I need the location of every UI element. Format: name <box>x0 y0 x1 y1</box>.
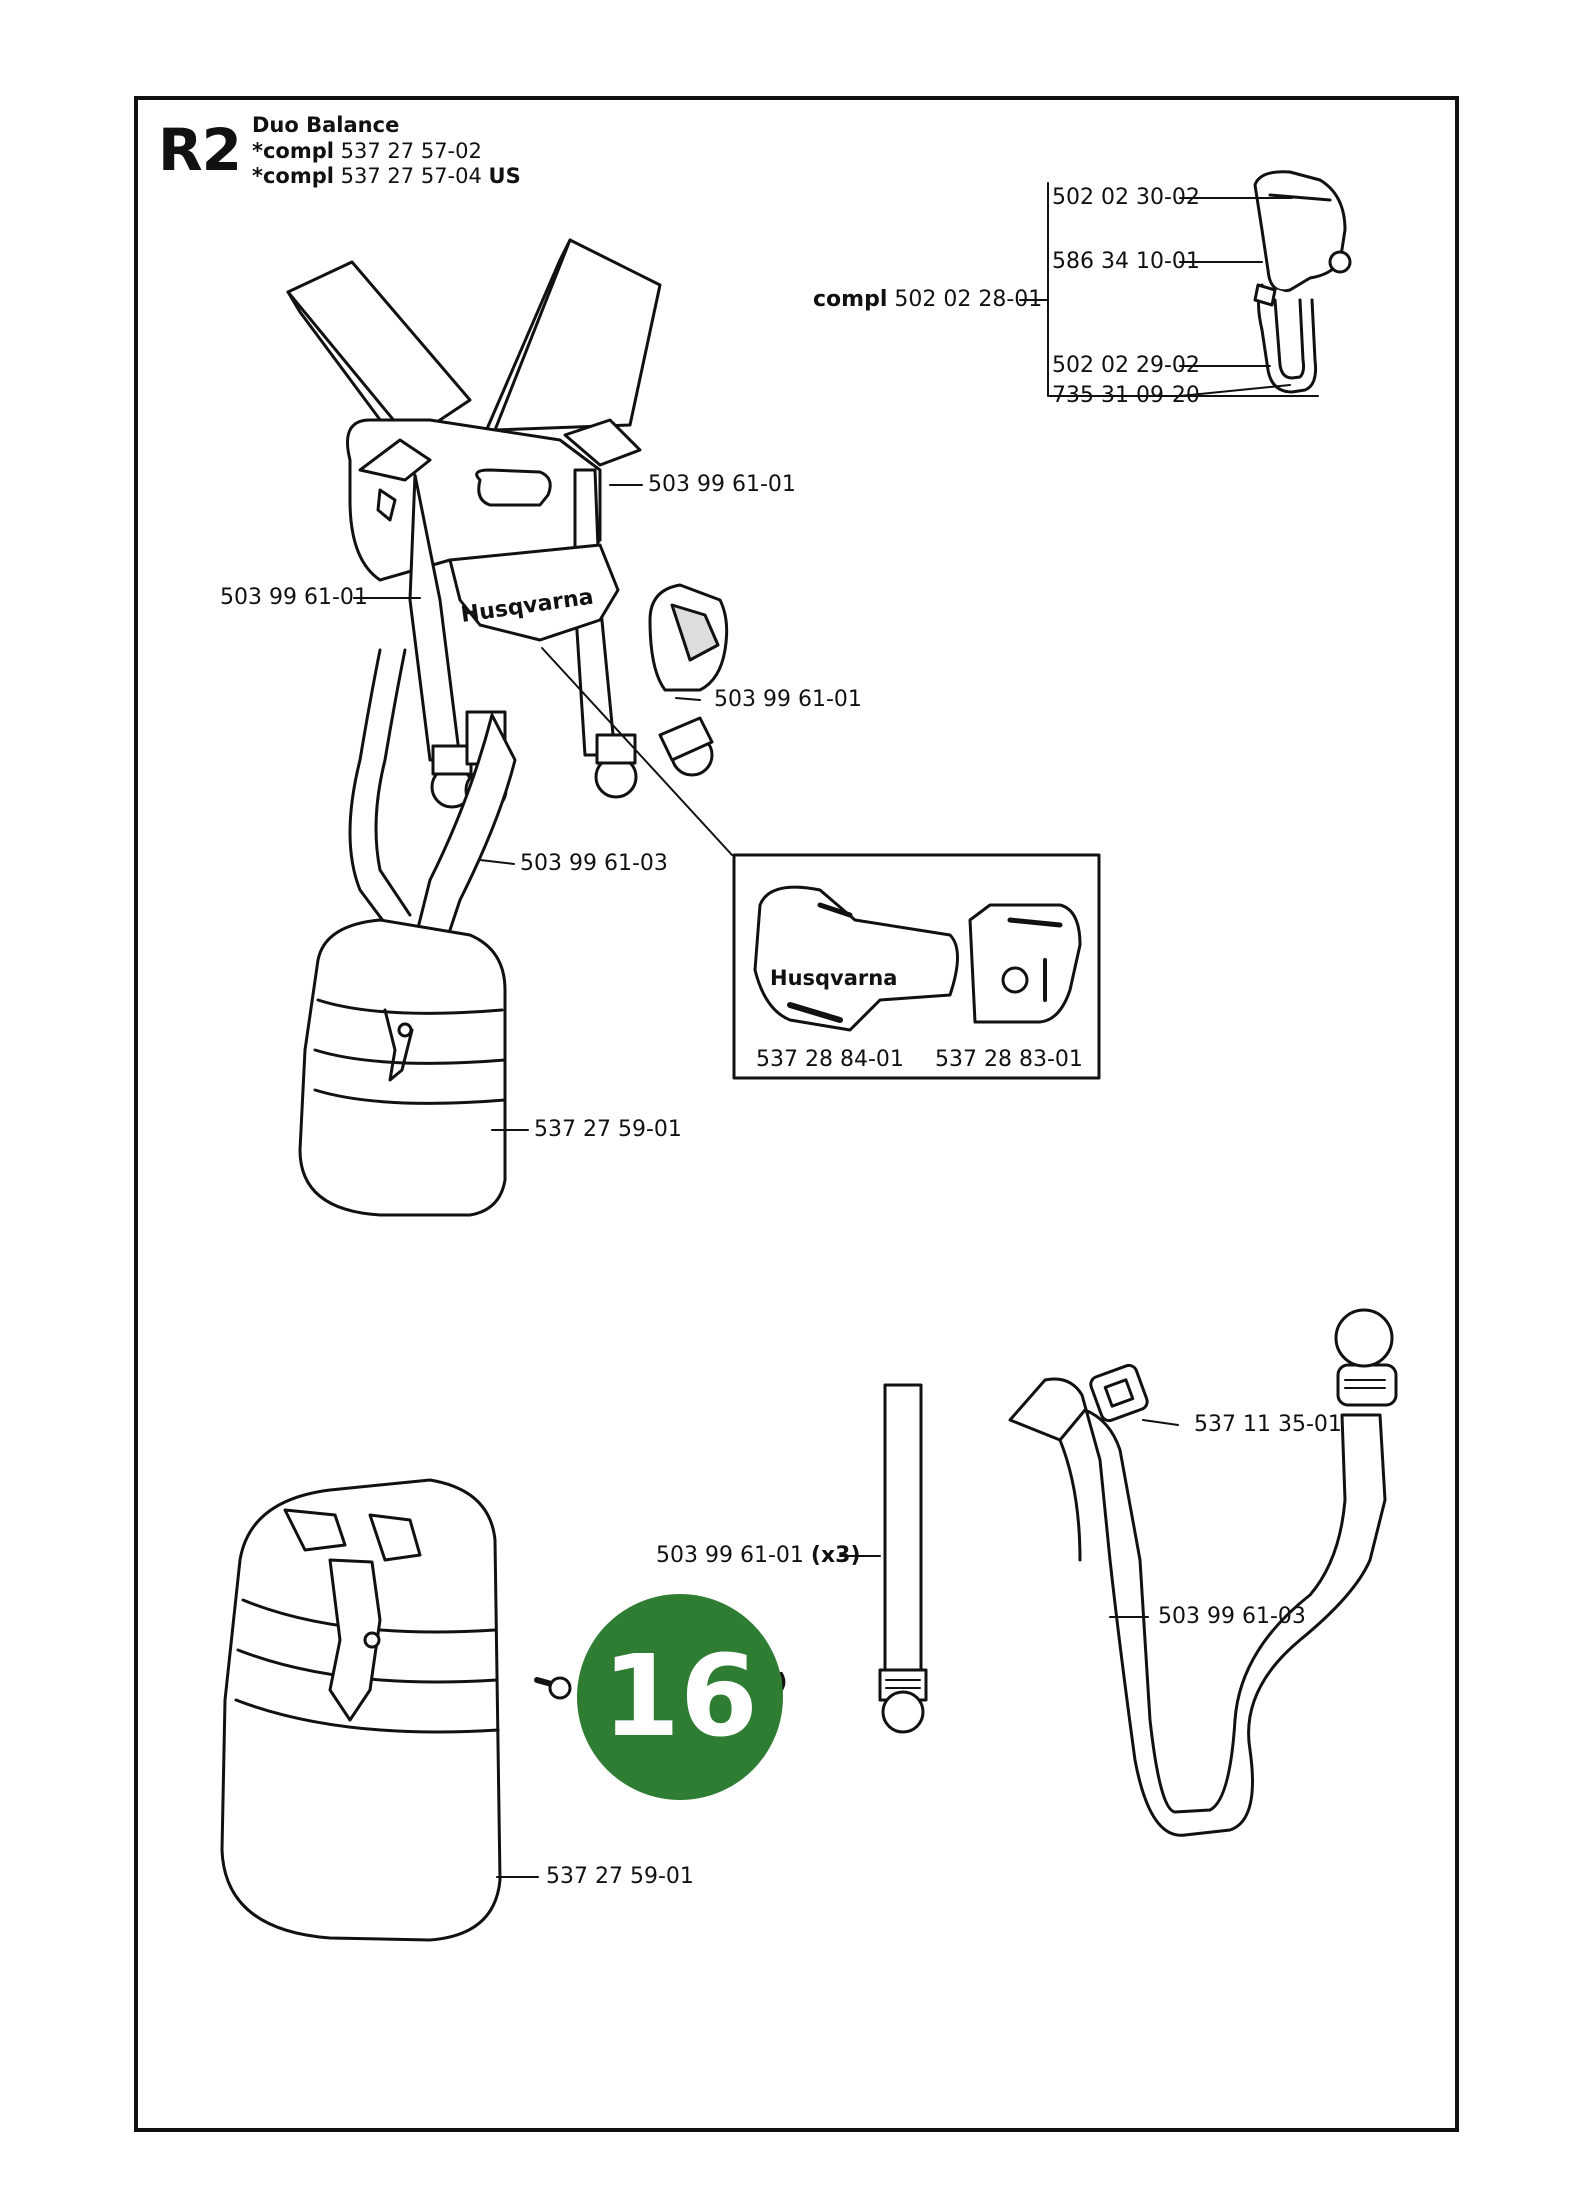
hip-pad-lower-illustration <box>220 1478 502 1942</box>
buckle-compl-number: 502 02 28-01 <box>894 287 1043 312</box>
compl-prefix: *compl <box>252 164 334 188</box>
section-code: R2 <box>158 116 242 184</box>
callout-strap-left: 503 99 61-01 <box>220 585 368 610</box>
compl-line-2: *compl 537 27 57-04 US <box>252 166 521 187</box>
callout-buckle-compl: compl 502 02 28-01 <box>813 289 1042 311</box>
strap-x3-number: 503 99 61-01 <box>656 1543 804 1568</box>
pad-inset: Husqvarna <box>541 647 1101 1080</box>
screw-illustration <box>534 1676 572 1700</box>
callout-buckle-top: 502 02 30-02 <box>1052 185 1200 210</box>
compl-prefix: *compl <box>252 139 334 163</box>
buckle-compl-prefix: compl <box>813 287 888 312</box>
compl-number: 537 27 57-04 <box>340 164 482 188</box>
compl-suffix: US <box>488 164 521 188</box>
callout-strap-x3: 503 99 61-01 (x3) <box>656 1545 861 1567</box>
leader-lines <box>353 197 1293 1878</box>
strap-x3-qty: (x3) <box>810 1543 861 1568</box>
callout-strap-right-pad: 503 99 61-01 <box>714 687 862 712</box>
page-frame <box>134 96 1459 2132</box>
single-strap-illustration <box>878 1383 928 1734</box>
buckle-illustration <box>1039 170 1352 397</box>
compl-number: 537 27 57-02 <box>340 139 482 163</box>
inset-pad-logo: Husqvarna <box>770 966 897 990</box>
callout-hip-pad-upper: 537 27 59-01 <box>534 1117 682 1142</box>
callout-buckle-bottom: 735 31 09-20 <box>1052 383 1200 408</box>
compl-line-1: *compl 537 27 57-02 <box>252 141 482 162</box>
callout-clip: 537 11 35-01 <box>1194 1412 1342 1437</box>
harness-illustration: Husqvarna <box>286 238 729 1217</box>
callout-strap-upper-right: 503 99 61-01 <box>648 472 796 497</box>
callout-pad-part-b: 537 28 83-01 <box>935 1047 1083 1072</box>
clip-illustration <box>1089 1363 1149 1423</box>
callout-buckle-low: 502 02 29-02 <box>1052 353 1200 378</box>
callout-belt-long: 503 99 61-03 <box>520 851 668 876</box>
callout-pad-part-a: 537 28 84-01 <box>756 1047 904 1072</box>
callout-hip-pad-lower: 537 27 59-01 <box>546 1864 694 1889</box>
callout-buckle-mid: 586 34 10-01 <box>1052 249 1200 274</box>
long-belt-lower-illustration <box>1008 1308 1398 1837</box>
model-name: Duo Balance <box>252 113 400 137</box>
number-badge: 16 <box>577 1594 783 1800</box>
callout-belt-long-lower: 503 99 61-03 <box>1158 1604 1306 1629</box>
